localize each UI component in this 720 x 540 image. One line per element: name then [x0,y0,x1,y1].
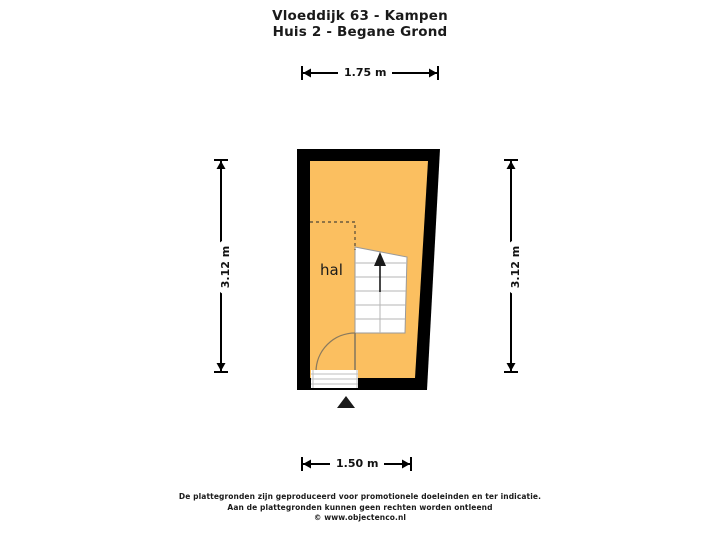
dimension-label-top: 1.75 m [338,65,393,81]
footer-line-1: De plattegronden zijn geproduceerd voor … [178,492,542,501]
page-title: Vloeddijk 63 - Kampen Huis 2 - Begane Gr… [0,8,720,40]
title-unit-floor: Huis 2 - Begane Grond [272,24,448,40]
footer-line-2: Aan de plattegronden kunnen geen rechten… [227,502,493,512]
footer-website: © www.objectenco.nl [313,513,407,522]
entrance-marker-triangle [337,396,355,408]
front-door-opening [311,370,358,388]
footer-disclaimer: De plattegronden zijn geproduceerd voor … [0,492,720,524]
entrance-door [315,332,356,373]
dimension-label-left: 3.12 m [218,239,235,295]
room-label-hal: hal [320,261,343,279]
dashed-partition [310,221,356,250]
stairs [354,246,408,334]
stairs-up-arrow [374,252,386,266]
title-address: Vloeddijk 63 - Kampen [272,8,448,24]
dimension-label-right: 3.12 m [508,239,525,295]
dimension-label-bottom: 1.50 m [330,456,385,472]
